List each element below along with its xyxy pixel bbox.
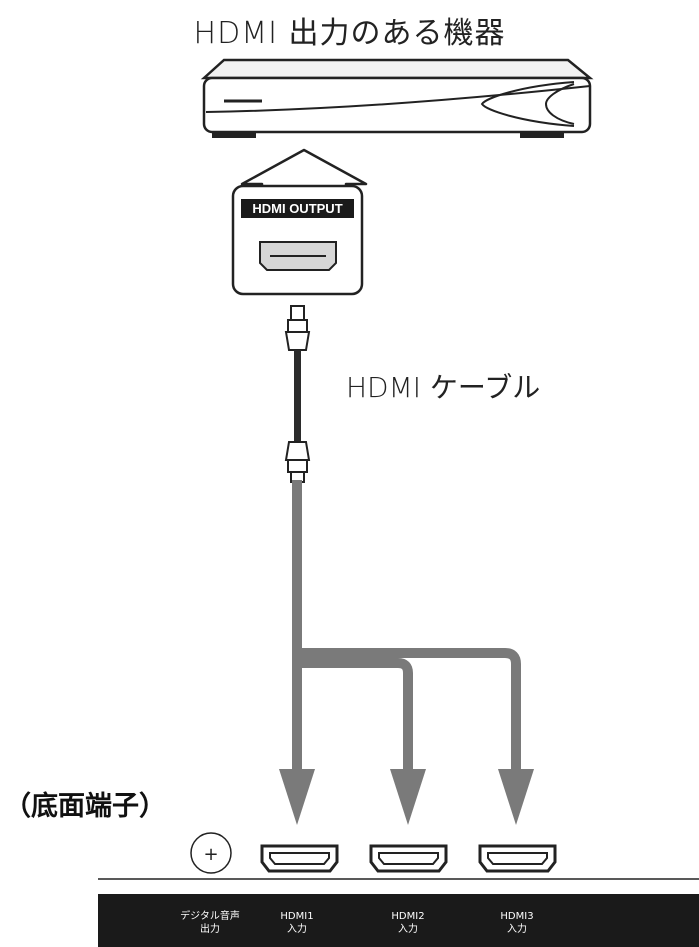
port-label-line1: デジタル音声: [180, 911, 240, 922]
hdmi2-label: HDMI2 入力: [378, 910, 438, 936]
hdmi3-port-icon: [478, 844, 557, 873]
arrow-to-hdmi3: [498, 769, 534, 825]
hdmi-output-panel: HDMI OUTPUT: [231, 184, 364, 296]
port-label-line2: 入力: [507, 924, 527, 935]
bottom-panel: [98, 894, 699, 947]
hdmi1-port-icon: [260, 844, 339, 873]
hdmi1-label: HDMI1 入力: [267, 910, 327, 936]
output-label: HDMI OUTPUT: [252, 201, 342, 216]
hdmi-device-icon: [200, 58, 594, 138]
bottom-terminal-label: （底面端子）: [4, 791, 166, 822]
port-label-line1: HDMI1: [280, 911, 314, 922]
digital-audio-label: デジタル音声 出力: [164, 910, 256, 936]
connection-paths: [292, 480, 521, 775]
plus-symbol: +: [203, 844, 218, 865]
port-label-line1: HDMI2: [391, 911, 425, 922]
hdmi3-label: HDMI3 入力: [487, 910, 547, 936]
audio-jack-icon: +: [190, 832, 232, 874]
port-label-line2: 入力: [287, 924, 307, 935]
device-title: HDMI 出力のある機器: [193, 16, 506, 51]
arrow-to-hdmi1: [279, 769, 315, 825]
port-label-line2: 入力: [398, 924, 418, 935]
hdmi-cable-icon: [284, 305, 311, 483]
port-label-line2: 出力: [200, 924, 220, 935]
hdmi2-port-icon: [369, 844, 448, 873]
port-label-line1: HDMI3: [500, 911, 534, 922]
arrow-to-hdmi2: [390, 769, 426, 825]
cable-label: HDMI ケーブル: [346, 371, 541, 404]
